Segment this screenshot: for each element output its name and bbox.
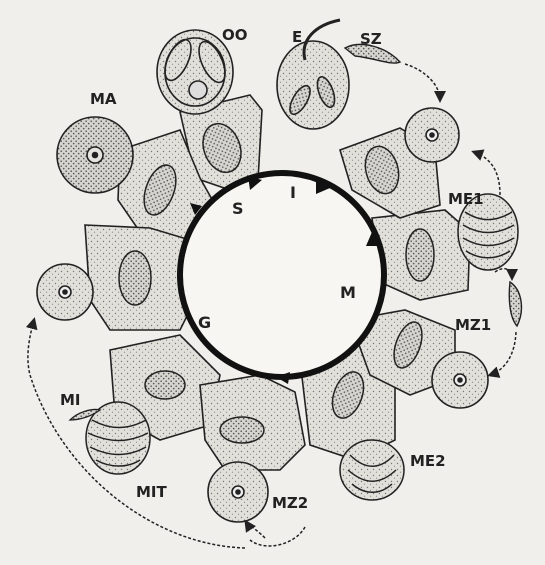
label-sz: SZ <box>360 30 382 48</box>
macrogamete-drawing <box>57 117 133 193</box>
left-zygote-drawing <box>37 264 93 320</box>
label-me2: ME2 <box>410 452 446 470</box>
label-ma: MA <box>90 90 117 108</box>
label-oo: OO <box>222 26 248 44</box>
nucleus-lower-left <box>145 371 185 399</box>
lower-right-trophozoite-drawing <box>432 352 488 408</box>
label-me1: ME1 <box>448 190 484 208</box>
label-e: E <box>292 28 302 46</box>
trophozoite-drawing <box>405 108 459 162</box>
phase-label-s: S <box>232 199 244 218</box>
phase-label-m: M <box>340 283 356 302</box>
meront-2-drawing <box>340 440 404 500</box>
label-mi: MI <box>60 391 81 409</box>
phase-label-g: G <box>198 313 211 332</box>
mz2-trophozoite-drawing <box>208 462 268 522</box>
nucleus-left <box>119 251 151 305</box>
phase-label-i: I <box>290 183 296 202</box>
label-mit: MIT <box>136 483 168 501</box>
label-mz2: MZ2 <box>272 494 308 512</box>
nucleus-bottom <box>220 417 264 443</box>
label-mz1: MZ1 <box>455 316 491 334</box>
nucleus-right <box>406 229 434 281</box>
